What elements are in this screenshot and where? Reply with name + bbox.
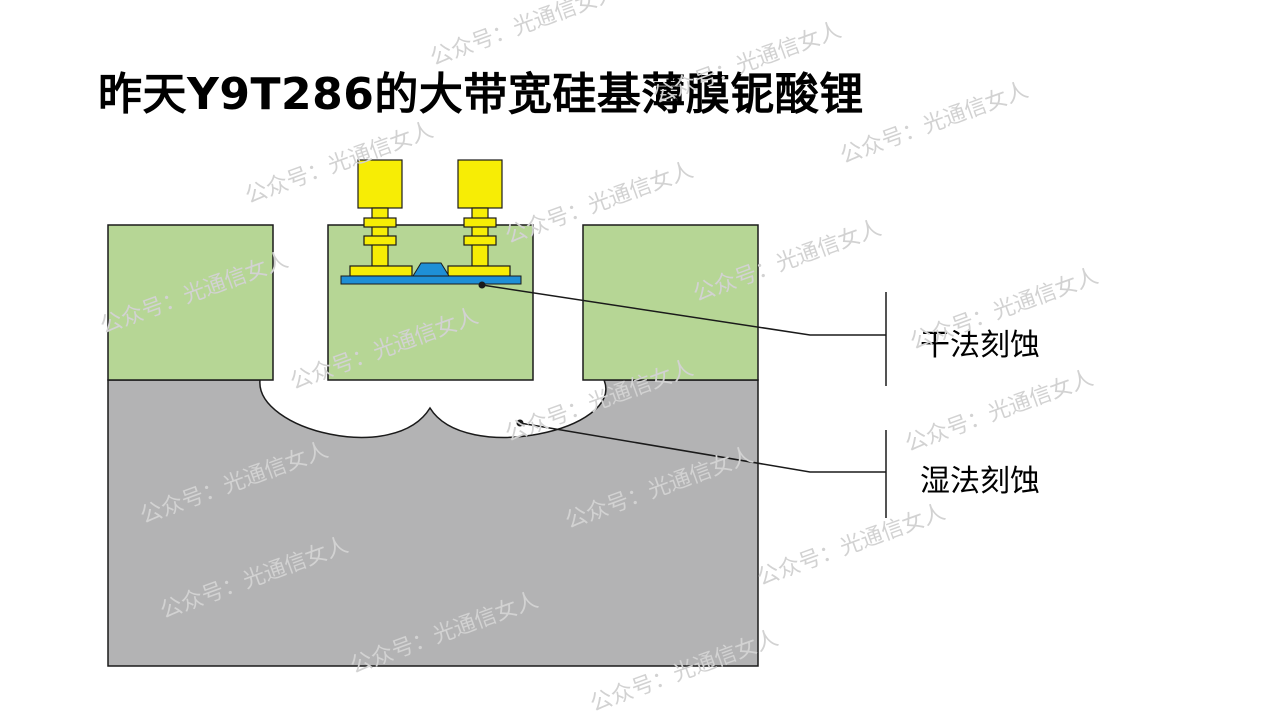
page-title: 昨天Y9T286的大带宽硅基薄膜铌酸锂 [98,69,864,120]
left-cladding-block [107,224,274,381]
right-cladding-block [582,224,759,381]
wet-etch-callout [519,422,887,518]
wet-etch-pointer-dot [516,419,524,427]
left-electrode [349,159,413,277]
thin-film-layer [340,275,522,285]
waveguide-ridge [412,262,450,277]
dry-etch-pointer-dot [478,281,486,289]
wet-etch-label: 湿法刻蚀 [920,464,1040,499]
silicon-substrate [107,379,759,667]
center-cladding-block [327,224,534,381]
dry-etch-callout [481,284,887,386]
right-electrode [447,159,511,277]
dry-etch-label: 干法刻蚀 [920,328,1040,363]
